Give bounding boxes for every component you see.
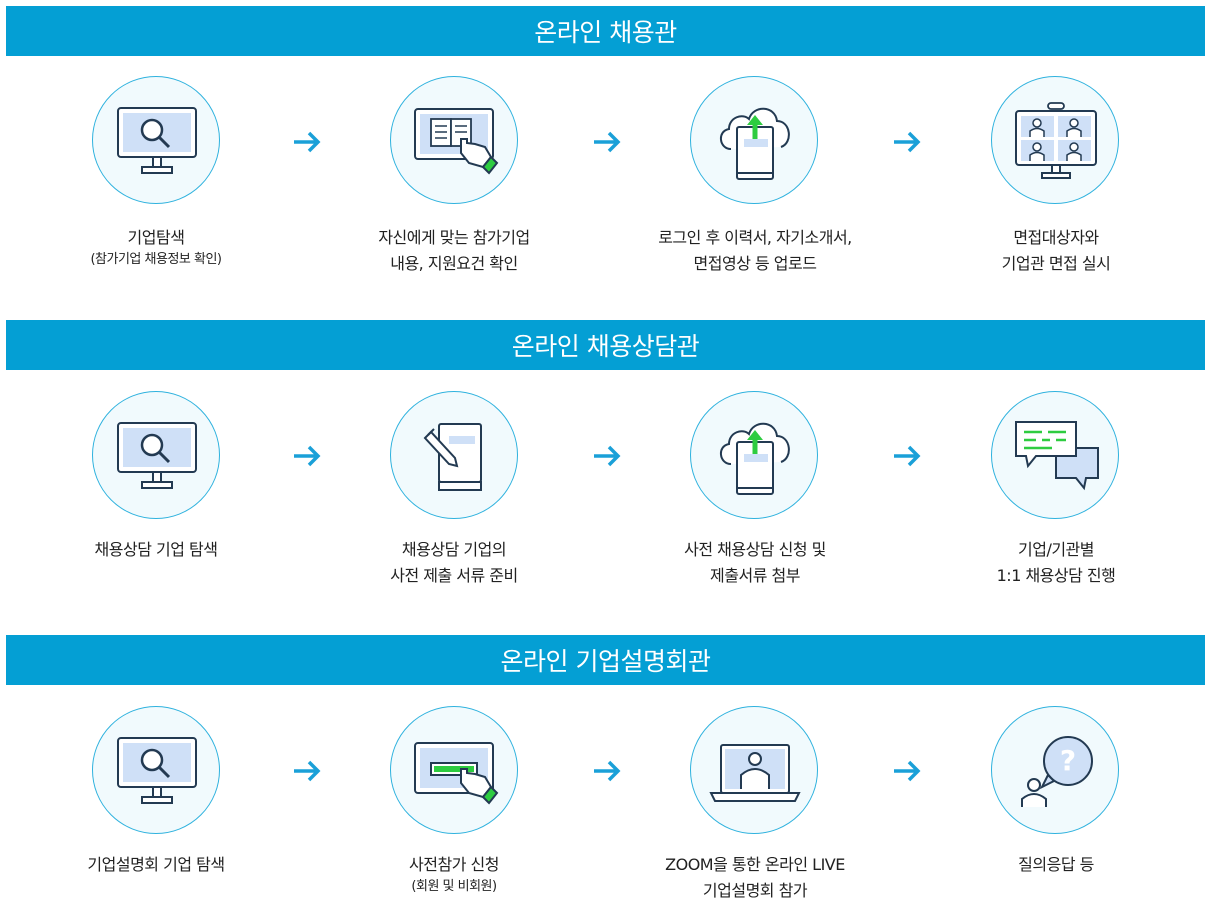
monitor-search-icon [117, 422, 197, 489]
step-caption: ZOOM을 통한 온라인 LIVE 기업설명회 참가 [665, 855, 845, 900]
step-circle [991, 391, 1119, 519]
arrow-right-icon [294, 445, 321, 467]
step-caption: 기업설명회 기업 탐색 [87, 855, 225, 874]
tablet-button-touch-icon [414, 742, 499, 805]
arrow-right-icon [594, 445, 621, 467]
section-title-online-recruitment: 온라인 채용관 [6, 6, 1205, 56]
step-circle [690, 706, 818, 834]
step-caption: 채용상담 기업 탐색 [94, 540, 218, 559]
step-caption: 채용상담 기업의 사전 제출 서류 준비 [390, 540, 518, 585]
chat-bubbles-icon [1015, 421, 1099, 491]
book-pencil-icon [423, 423, 482, 491]
arrow-right-icon [594, 760, 621, 782]
step-caption: 면접대상자와 기업관 면접 실시 [1001, 228, 1111, 273]
step-circle [390, 76, 518, 204]
arrow-right-icon [894, 445, 921, 467]
tablet-book-touch-icon [414, 108, 499, 175]
step-circle [690, 391, 818, 519]
arrow-right-icon [594, 131, 621, 153]
step-circle [92, 76, 220, 204]
arrow-right-icon [294, 131, 321, 153]
arrow-right-icon [294, 760, 321, 782]
video-conference-icon [1015, 102, 1097, 179]
arrow-right-icon [894, 131, 921, 153]
section-title-online-briefing: 온라인 기업설명회관 [6, 635, 1205, 685]
section-title-online-counseling: 온라인 채용상담관 [6, 320, 1205, 370]
monitor-search-icon [117, 737, 197, 804]
step-circle [92, 391, 220, 519]
step-circle [690, 76, 818, 204]
step-circle [390, 391, 518, 519]
step-caption: 사전 채용상담 신청 및 제출서류 첨부 [684, 540, 826, 585]
step-caption: 질의응답 등 [1018, 855, 1094, 874]
step-caption: 기업/기관별 1:1 채용상담 진행 [996, 540, 1116, 585]
cloud-upload-icon [720, 107, 790, 180]
step-circle: ? [991, 706, 1119, 834]
step-caption: 기업탐색 (참가기업 채용정보 확인) [90, 228, 222, 267]
step-circle [390, 706, 518, 834]
person-question-icon: ? [1021, 736, 1093, 807]
step-circle [991, 76, 1119, 204]
arrow-right-icon [894, 760, 921, 782]
step-caption: 사전참가 신청 (회원 및 비회원) [409, 855, 499, 894]
question-mark-glyph: ? [1060, 744, 1076, 777]
step-caption: 자신에게 맞는 참가기업 내용, 지원요건 확인 [378, 228, 530, 273]
cloud-upload-icon [720, 422, 790, 495]
monitor-search-icon [117, 107, 197, 174]
step-caption: 로그인 후 이력서, 자기소개서, 면접영상 등 업로드 [658, 228, 852, 273]
step-circle [92, 706, 220, 834]
laptop-presenter-icon [709, 744, 801, 802]
